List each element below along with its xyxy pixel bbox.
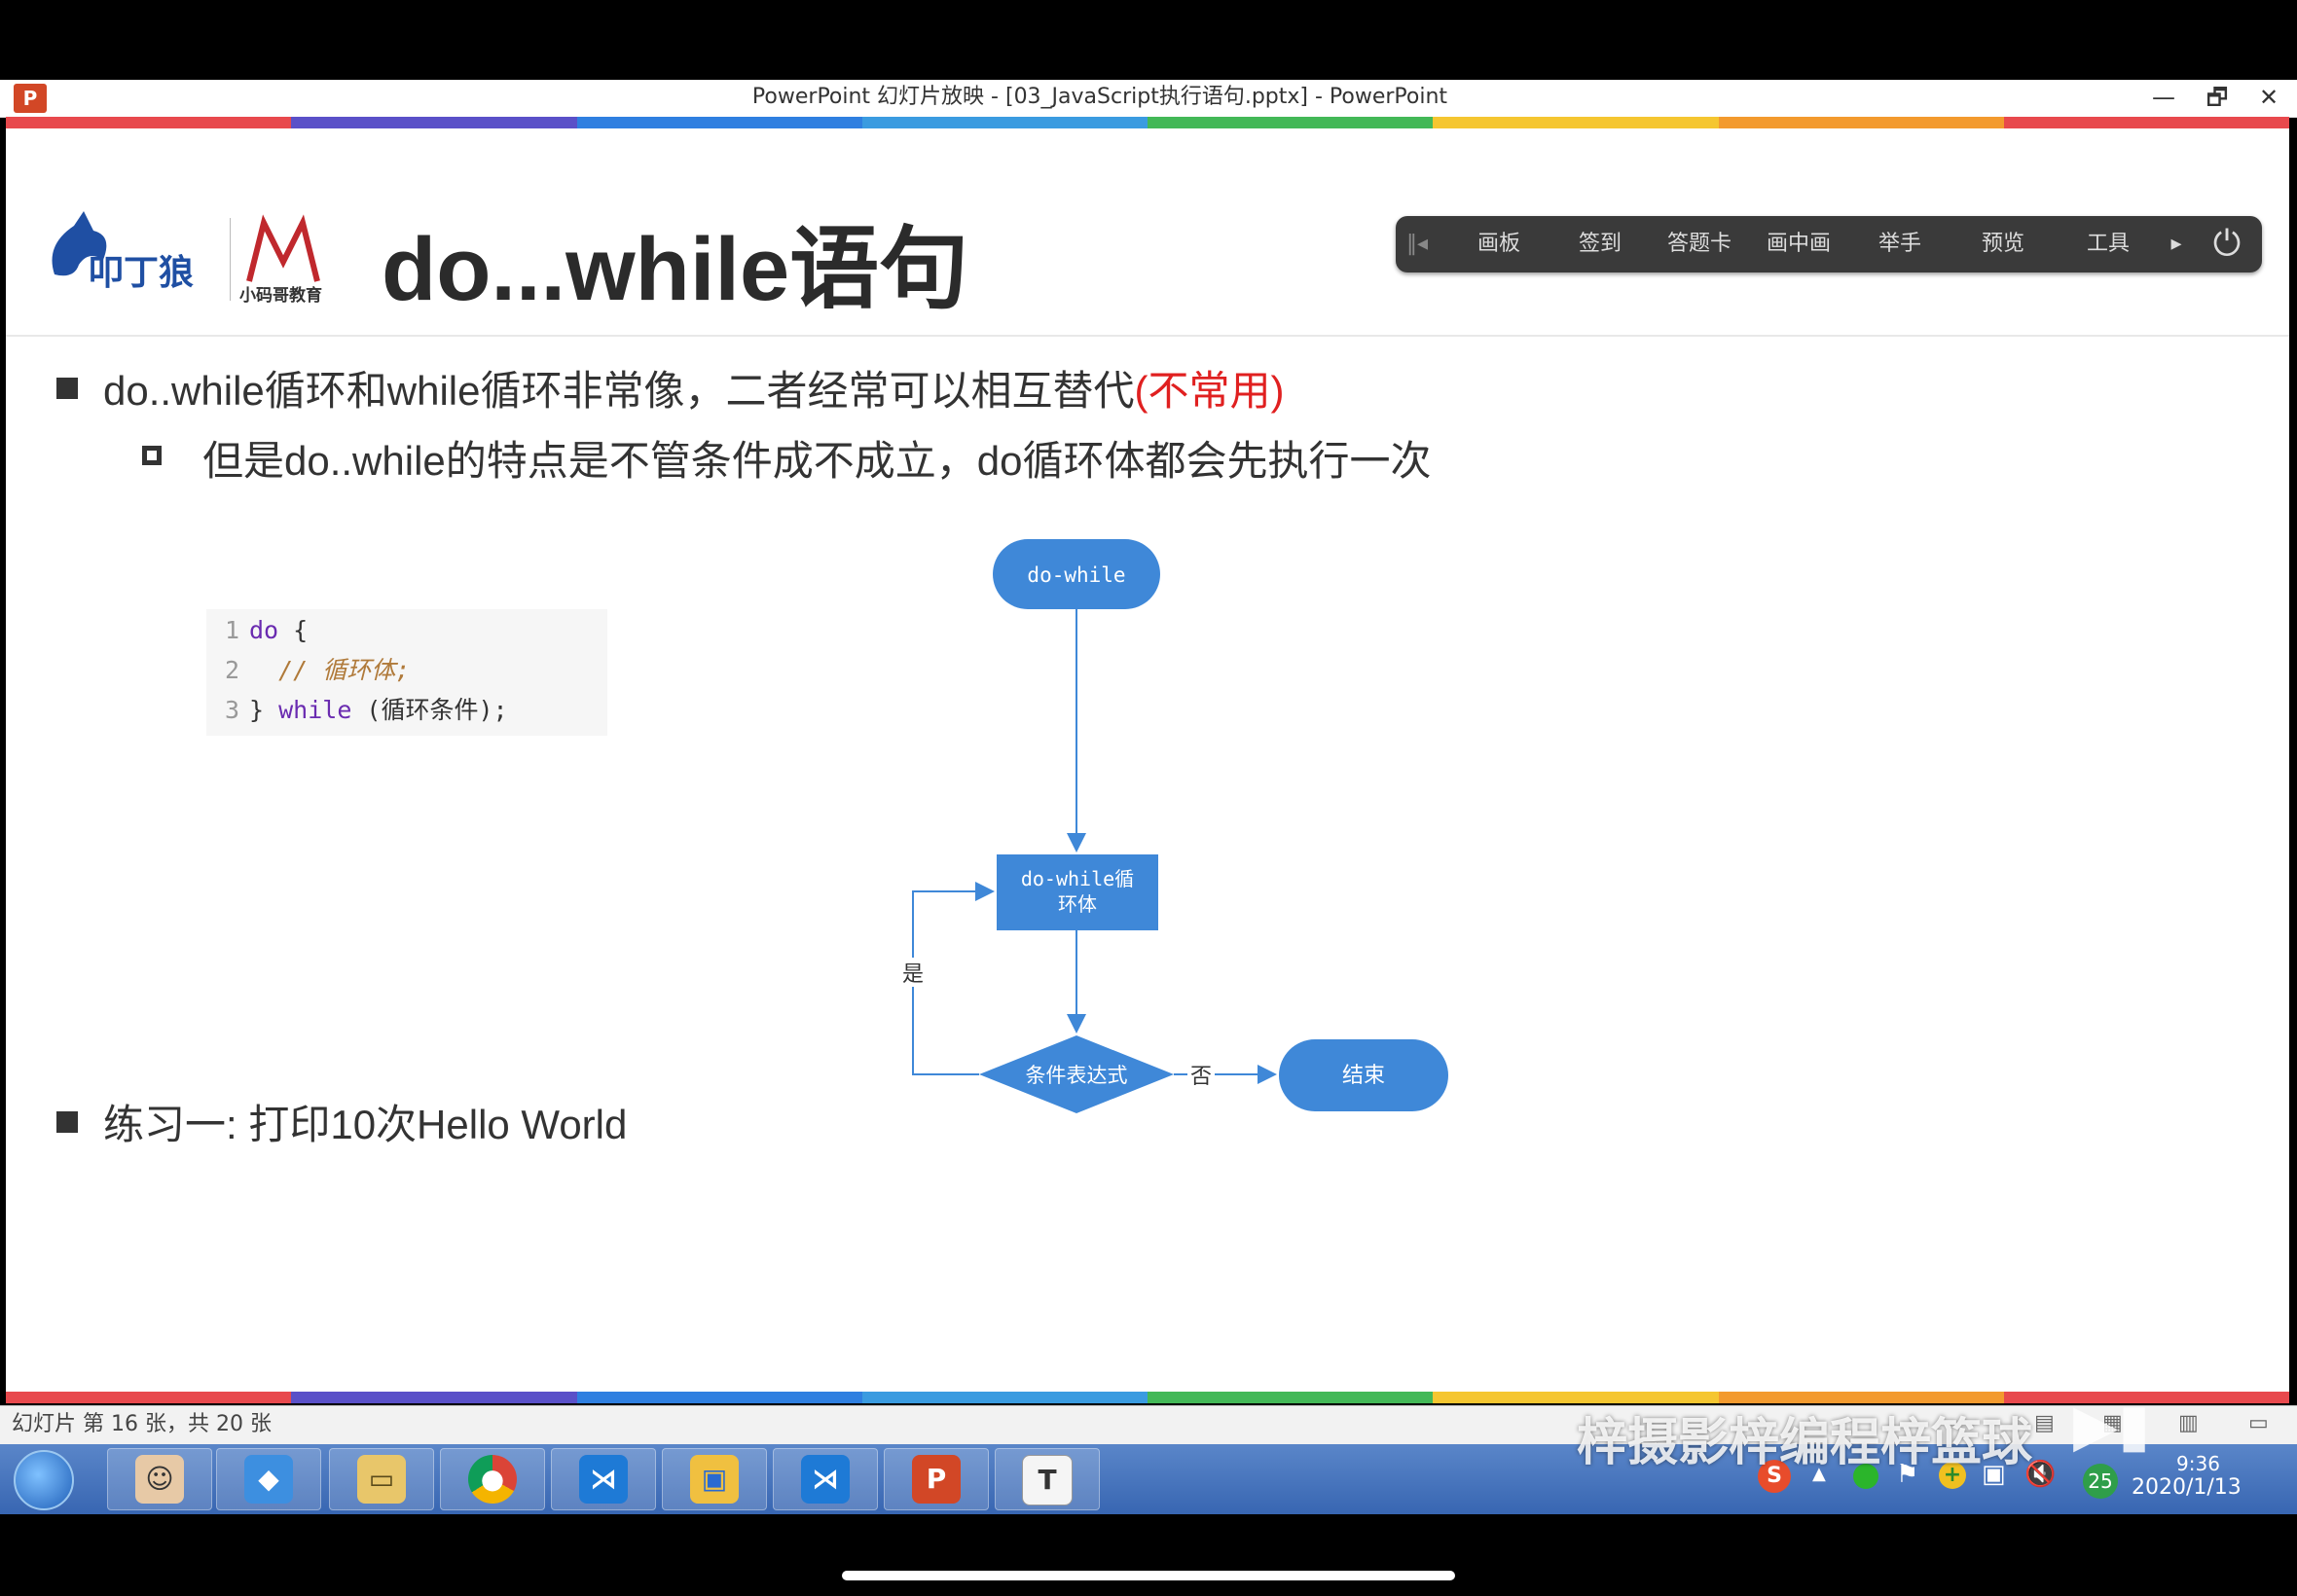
taskbar-chrome[interactable]: ● — [440, 1448, 545, 1510]
svg-text:条件表达式: 条件表达式 — [1026, 1064, 1128, 1087]
bullet-square-icon-2 — [56, 1111, 78, 1133]
bullet-1-sub-text: 但是do..while的特点是不管条件成不成立，do循环体都会先执行一次 — [202, 438, 1432, 484]
tray-green-icon[interactable] — [1853, 1464, 1878, 1489]
paint-icon: ▣ — [690, 1455, 739, 1504]
taskbar-user-avatar[interactable]: ☺ — [107, 1448, 212, 1510]
bullet-1-red-note: (不常用) — [1134, 368, 1285, 414]
sub-bullet-hollow-icon — [142, 446, 162, 465]
video-watermark: 梓摄影梓编程梓篮球 — [1577, 1414, 2033, 1472]
tray-badge[interactable]: 25 — [2083, 1464, 2118, 1499]
avatar-icon: ☺ — [135, 1455, 184, 1504]
typora-icon: T — [1022, 1455, 1073, 1505]
sogou-ime-icon[interactable]: S — [1758, 1460, 1791, 1493]
view-reading-icon[interactable]: ▥ — [2178, 1411, 2199, 1435]
bullet-square-icon — [56, 378, 78, 399]
toolbar-answer-card[interactable]: 答题卡 — [1666, 232, 1732, 256]
action-center-flag-icon[interactable]: ⚑ — [1896, 1460, 1919, 1489]
slide-canvas: 叩丁狼 小码哥教育 do...while语句 ‖◂ 画板 签到 答题卡 画中画 … — [6, 128, 2289, 1392]
xiaomage-logo: 小码哥教育 — [230, 214, 322, 306]
chrome-icon: ● — [468, 1455, 517, 1504]
bullet-1-text: do..while循环和while循环非常像，二者经常可以相互替代(不常用) — [103, 368, 1285, 414]
toolbar-collapse-icon[interactable]: ‖◂ — [1405, 232, 1429, 256]
taskbar-powerpoint[interactable]: P — [884, 1448, 989, 1510]
svg-text:do-while循: do-while循 — [1021, 867, 1134, 890]
clock-date[interactable]: 2020/1/13 — [2132, 1475, 2242, 1500]
flow-start-node — [993, 539, 1160, 609]
bullet-2-text: 练习一: 打印10次Hello World — [103, 1102, 628, 1147]
home-indicator[interactable] — [842, 1571, 1455, 1580]
svg-text:do-while: do-while — [1027, 563, 1125, 587]
toolbar-draw-board[interactable]: 画板 — [1477, 232, 1520, 256]
restore-button[interactable]: 🗗 — [2206, 84, 2229, 111]
close-button[interactable]: ✕ — [2258, 84, 2279, 111]
diamond-app-icon: ◆ — [244, 1455, 293, 1504]
window-title: PowerPoint 幻灯片放映 - [03_JavaScript执行语句.pp… — [751, 85, 1448, 109]
bilibili-logo-icon: ▶▮ — [2073, 1392, 2151, 1460]
toolbar-arrow-icon[interactable]: ▸ — [2170, 232, 2182, 256]
toolbar-raise-hand[interactable]: 举手 — [1878, 232, 1921, 256]
toolbar-preview[interactable]: 预览 — [1981, 232, 2024, 256]
svg-text:叩丁狼: 叩丁狼 — [89, 253, 194, 293]
powerpoint-icon: P — [912, 1455, 961, 1504]
taskbar-paint-app[interactable]: ▣ — [662, 1448, 767, 1510]
minimize-button[interactable]: — — [2152, 84, 2175, 111]
power-icon[interactable]: ⏻ — [2212, 224, 2242, 264]
do-while-flowchart: do-while do-while循 环体 条件表达式 是 否 结束 — [899, 539, 1448, 1113]
taskbar-file-explorer[interactable]: ▭ — [329, 1448, 434, 1510]
flow-condition-node — [979, 1035, 1174, 1113]
taskbar-vscode-2[interactable]: ⋊ — [773, 1448, 878, 1510]
svg-text:结束: 结束 — [1342, 1064, 1385, 1088]
bottom-rainbow-strip — [6, 1392, 2289, 1403]
flow-end-node — [1279, 1039, 1448, 1111]
view-normal-icon[interactable]: ▤ — [2034, 1411, 2055, 1435]
view-slideshow-icon[interactable]: ▭ — [2248, 1411, 2269, 1435]
taskbar-app-diamond[interactable]: ◆ — [216, 1448, 321, 1510]
powerpoint-status-bar — [0, 1405, 2297, 1445]
code-line-2: 2 // 循环体; — [224, 656, 411, 684]
tray-plus-icon[interactable]: + — [1939, 1462, 1966, 1489]
slideshow-toolbar: ‖◂ 画板 签到 答题卡 画中画 举手 预览 工具 ▸ ⏻ — [1396, 216, 2262, 272]
code-line-3: 3} while (循环条件); — [224, 696, 508, 724]
network-icon[interactable]: ▣ — [1982, 1460, 2006, 1489]
vscode-icon: ⋊ — [579, 1455, 628, 1504]
tray-expand-icon[interactable]: ▲ — [1812, 1464, 1826, 1484]
slide-title: do...while语句 — [382, 220, 969, 319]
taskbar-typora[interactable]: T — [995, 1448, 1100, 1510]
flow-no-label: 否 — [1190, 1065, 1212, 1089]
taskbar-vscode[interactable]: ⋊ — [551, 1448, 656, 1510]
svg-text:小码哥教育: 小码哥教育 — [239, 285, 322, 306]
top-rainbow-strip — [6, 117, 2289, 128]
toolbar-tools[interactable]: 工具 — [2086, 232, 2130, 256]
toolbar-picture-in-picture[interactable]: 画中画 — [1766, 232, 1831, 256]
koudinglang-logo: 叩丁狼 — [52, 211, 194, 293]
slide-counter: 幻灯片 第 16 张，共 20 张 — [12, 1412, 272, 1436]
header-divider — [6, 335, 2289, 337]
vscode-icon-2: ⋊ — [801, 1455, 850, 1504]
powerpoint-app-icon: P — [14, 84, 47, 113]
svg-text:环体: 环体 — [1058, 892, 1097, 916]
flow-body-node — [997, 854, 1158, 930]
view-sorter-icon[interactable]: ▦ — [2102, 1411, 2123, 1435]
start-orb-icon[interactable] — [14, 1450, 74, 1510]
flow-yes-label: 是 — [902, 962, 924, 987]
folder-icon: ▭ — [357, 1455, 406, 1504]
clock-time[interactable]: 9:36 — [2176, 1452, 2220, 1475]
volume-muted-icon[interactable]: 🔇 — [2024, 1460, 2057, 1489]
toolbar-sign-in[interactable]: 签到 — [1578, 232, 1622, 256]
